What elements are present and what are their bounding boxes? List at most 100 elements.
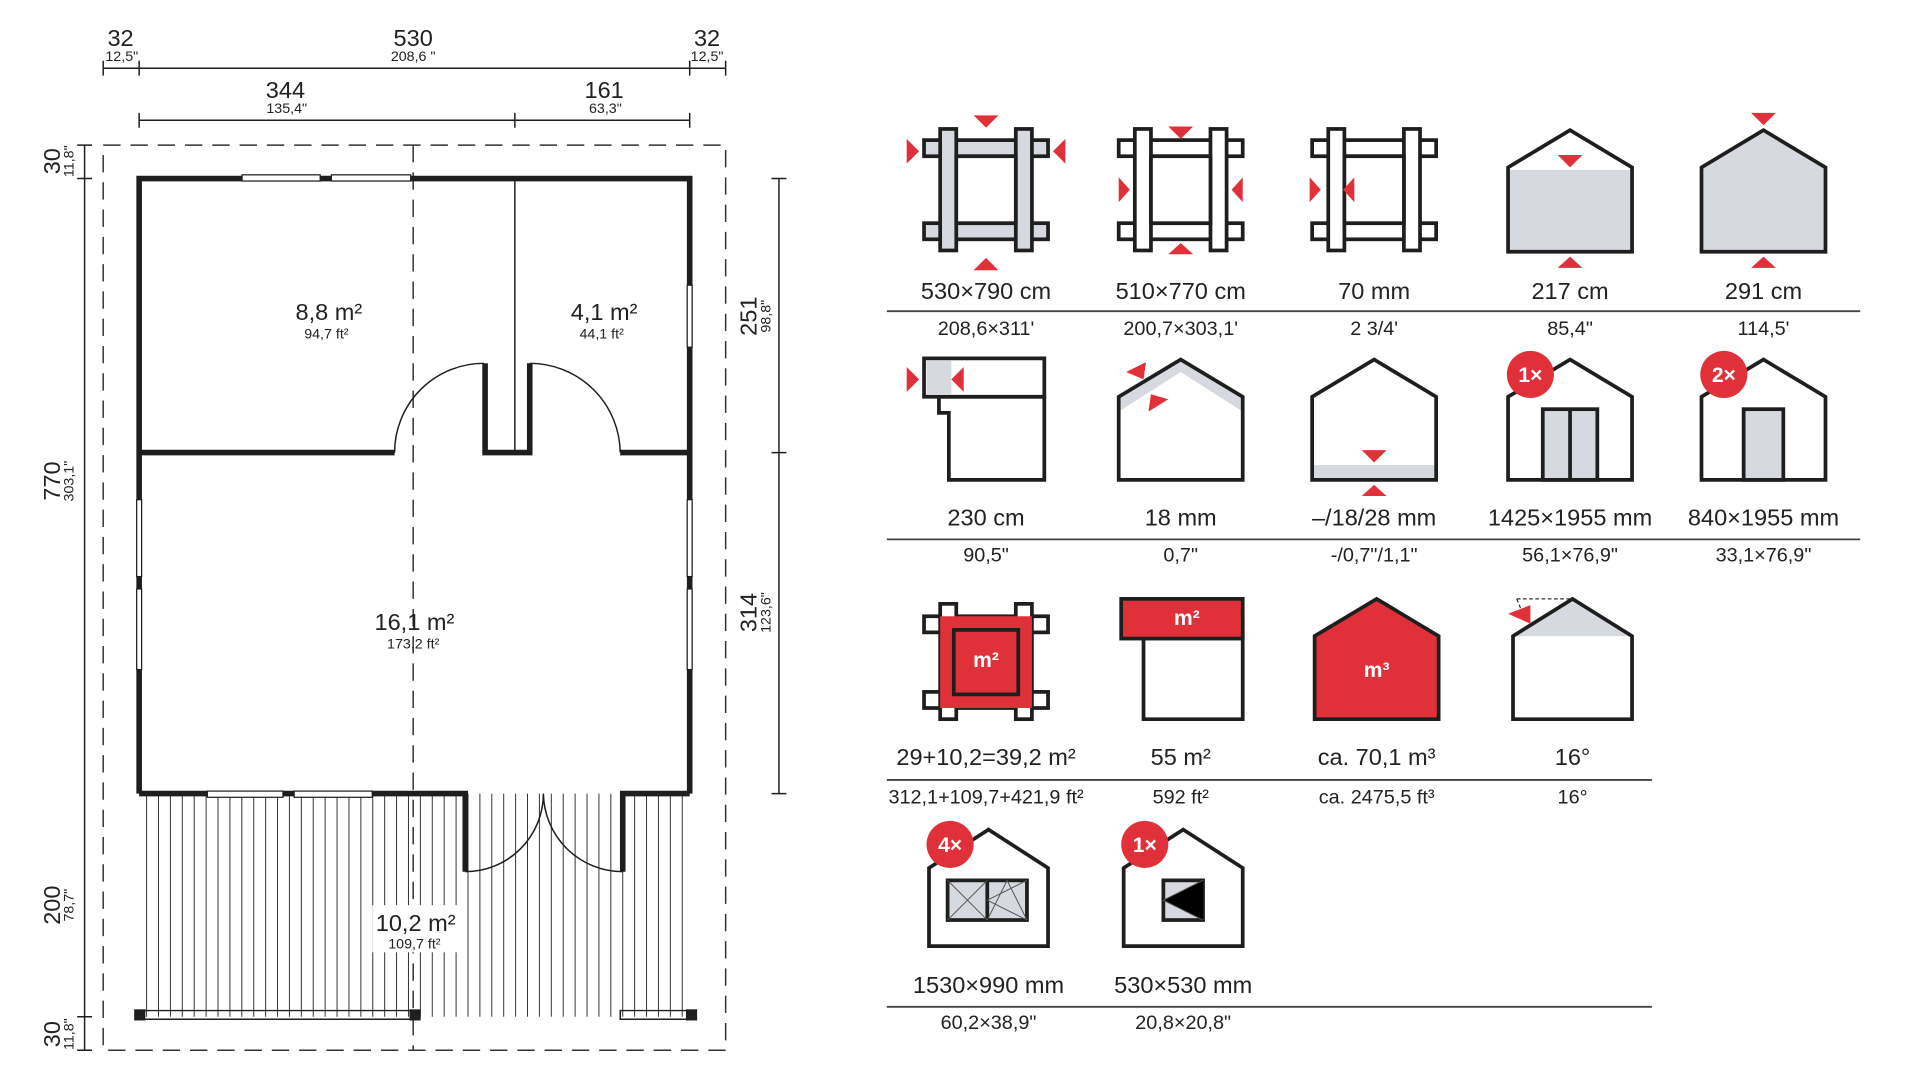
dim-label: 200	[39, 886, 65, 925]
spec-imperial: 56,1×76,9"	[1522, 545, 1618, 567]
spec-value: 510×770 cm	[1116, 278, 1246, 304]
dim-label: 344	[266, 77, 305, 103]
spec-value: 530×790 cm	[921, 278, 1051, 304]
floor-plan: 32 12,5" 530 208,6 " 32 12,5" 344 135,4"…	[39, 25, 787, 1051]
dim-label: 530	[394, 25, 433, 51]
dim-label: 303,1"	[61, 461, 77, 502]
spec-imperial: 312,1+109,7+421,9 ft²	[888, 786, 1084, 808]
spec-imperial: 114,5'	[1738, 318, 1790, 340]
room-area-ft: 44,1 ft²	[579, 327, 624, 343]
room-area: 10,2 m²	[376, 910, 456, 936]
spec-imperial: 90,5"	[963, 545, 1009, 567]
spec-imperial: 20,8×20,8"	[1135, 1012, 1231, 1034]
room-area: 16,1 m²	[375, 609, 455, 635]
icon-text: m²	[973, 649, 999, 672]
badge-text: 1×	[1133, 834, 1157, 857]
dim-label: 78,7"	[61, 889, 77, 922]
post	[409, 1009, 421, 1021]
dim-label: 12,5"	[105, 49, 138, 65]
spec-imperial: 0,7"	[1163, 545, 1198, 567]
dim-label: 123,6"	[758, 592, 774, 633]
spec-imperial: 592 ft²	[1153, 786, 1210, 808]
dim-label: 32	[694, 25, 720, 51]
spec-imperial: ca. 2475,5 ft³	[1319, 786, 1435, 808]
footprint-inner-icon	[1116, 126, 1245, 255]
roof-thickness-icon	[1116, 357, 1245, 482]
dim-label: 770	[39, 461, 65, 500]
room-area-ft: 94,7 ft²	[304, 327, 349, 343]
roof-overhang-icon	[906, 356, 1047, 482]
dim-label: 32	[107, 25, 133, 51]
badge-text: 4×	[938, 834, 962, 857]
room-area: 4,1 m²	[571, 299, 638, 325]
dim-label: 161	[584, 77, 623, 103]
spec-value: 29+10,2=39,2 m²	[896, 744, 1076, 770]
walls	[136, 175, 693, 873]
spec-value: 291 cm	[1725, 278, 1802, 304]
icon-text: m²	[1174, 607, 1200, 630]
roof-outline	[102, 144, 727, 1051]
spec-imperial: 85,4"	[1547, 318, 1593, 340]
volume-icon: m³	[1312, 596, 1441, 722]
floor-thickness-icon	[1310, 357, 1439, 496]
dimension-top: 32 12,5" 530 208,6 " 32 12,5" 344 135,4"…	[102, 25, 727, 128]
dim-label: 98,8"	[758, 300, 774, 333]
spec-values: 530×790 cm 208,6×311' 510×770 cm 200,7×303,…	[888, 278, 1839, 1034]
roof-area-icon: m²	[1119, 597, 1245, 722]
wall-thickness-icon	[1309, 127, 1439, 253]
single-door-icon: 2×	[1699, 350, 1828, 482]
icon-text: m³	[1364, 659, 1390, 682]
windows	[136, 174, 693, 798]
wall-height-icon	[1506, 128, 1634, 268]
room-area-ft: 109,7 ft²	[388, 937, 441, 953]
spec-value: 70 mm	[1338, 278, 1410, 304]
spec-value: 1530×990 mm	[913, 972, 1064, 998]
quantity-badge	[926, 820, 974, 868]
dim-label: 30	[39, 148, 65, 174]
dim-label: 12,5"	[691, 49, 724, 65]
dim-label: 135,4"	[266, 101, 307, 117]
row-divider	[886, 310, 1861, 1008]
badge-text: 2×	[1712, 364, 1736, 387]
dim-label: 63,3"	[589, 101, 622, 117]
post	[134, 1009, 146, 1021]
spec-value: 840×1955 mm	[1688, 505, 1839, 531]
dim-label: 11,8"	[61, 1018, 77, 1050]
room-area-ft: 173,2 ft²	[387, 636, 440, 652]
spec-imperial: 16°	[1558, 786, 1588, 808]
dim-label: 314	[736, 593, 762, 632]
window-large-icon: 4×	[926, 820, 1050, 948]
badge-text: 1×	[1518, 364, 1542, 387]
quantity-badge	[1700, 350, 1748, 399]
spec-value: –/18/28 mm	[1312, 505, 1436, 531]
spec-value: 16°	[1555, 744, 1591, 770]
spec-value: 55 m²	[1151, 744, 1211, 770]
spec-value: 530×530 mm	[1114, 972, 1252, 998]
ridge-height-icon	[1699, 112, 1828, 268]
spec-imperial: 60,2×38,9"	[941, 1012, 1037, 1034]
dim-label: 11,8"	[61, 145, 77, 177]
spec-imperial: 33,1×76,9"	[1716, 545, 1812, 567]
spec-value: ca. 70,1 m³	[1318, 744, 1436, 770]
quantity-badge	[1506, 350, 1554, 399]
spec-imperial: 208,6×311'	[938, 318, 1035, 340]
room-labels: 8,8 m² 94,7 ft² 4,1 m² 44,1 ft² 16,1 m² …	[295, 299, 637, 953]
room-area: 8,8 m²	[295, 299, 362, 325]
dim-label: 30	[39, 1021, 65, 1047]
footprint-outer-icon	[906, 115, 1066, 271]
floor-area-icon: m²	[922, 601, 1050, 722]
dim-label: 208,6 "	[391, 49, 436, 65]
quantity-badge	[1121, 820, 1169, 868]
dim-label: 251	[736, 297, 762, 336]
post	[685, 1009, 698, 1021]
spec-value: 230 cm	[947, 505, 1024, 531]
spec-value: 217 cm	[1531, 278, 1608, 304]
double-door-icon: 1×	[1506, 350, 1634, 482]
spec-value: 18 mm	[1145, 505, 1217, 531]
spec-imperial: 2 3/4'	[1350, 318, 1398, 340]
spec-imperial: 200,7×303,1'	[1123, 318, 1238, 340]
